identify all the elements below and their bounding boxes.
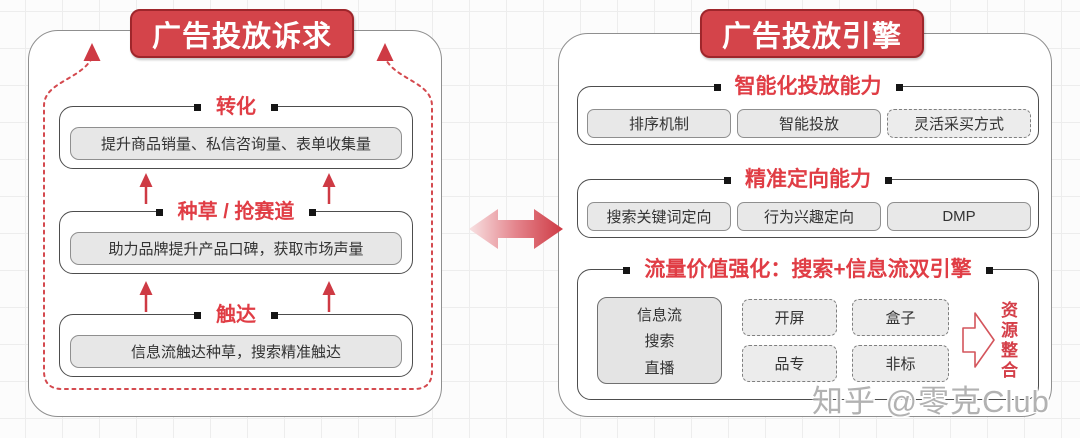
section-reach-detail: 信息流触达种草，搜索精准触达 [70,335,402,368]
pill-smart-delivery: 智能投放 [737,109,881,138]
square-dot-icon [623,266,631,274]
resource-brand-zone: 品专 [742,345,837,382]
badge-ad-engine: 广告投放引擎 [700,9,924,58]
pill-search-keyword-targeting: 搜索关键词定向 [587,202,731,231]
resource-box: 盒子 [852,299,949,336]
section-conversion-title: 转化 [201,94,271,120]
pill-behavior-interest-targeting: 行为兴趣定向 [737,202,881,231]
section-smart-delivery-head: 智能化投放能力 [578,74,1038,100]
square-dot-icon [985,266,993,274]
channel-live: 直播 [644,359,675,377]
resource-nonstandard: 非标 [852,345,949,382]
section-conversion-head: 转化 [60,94,412,120]
section-seeding: 种草 / 抢赛道 助力品牌提升产品口碑，获取市场声量 [59,199,413,274]
section-precise-targeting-head: 精准定向能力 [578,167,1038,193]
section-traffic-value-head: 流量价值强化：搜索+信息流双引擎 [578,257,1038,283]
square-dot-icon [885,176,892,184]
square-dot-icon [713,83,721,91]
pill-ranking-mechanism: 排序机制 [587,109,731,138]
section-reach-title: 触达 [201,302,271,328]
section-reach-head: 触达 [60,302,412,328]
pill-dmp: DMP [887,202,1031,231]
badge-ad-demands: 广告投放诉求 [130,9,354,58]
section-conversion: 转化 提升商品销量、私信咨询量、表单收集量 [59,94,413,169]
section-precise-targeting: 精准定向能力 搜索关键词定向 行为兴趣定向 DMP [577,167,1039,238]
square-dot-icon [309,208,317,216]
section-precise-targeting-title: 精准定向能力 [731,167,885,193]
section-seeding-title: 种草 / 抢赛道 [162,199,310,225]
panel-ad-demands: 转化 提升商品销量、私信咨询量、表单收集量 种草 / 抢赛道 助力品牌提升产品口… [28,30,442,417]
channels-box: 信息流 搜索 直播 [597,297,722,384]
square-dot-icon [271,311,278,319]
watermark: 知乎 @零克Club [812,384,1050,419]
section-traffic-value: 流量价值强化：搜索+信息流双引擎 信息流 搜索 直播 开屏 盒子 品专 非标 资… [577,257,1039,400]
channel-search: 搜索 [644,333,675,350]
square-dot-icon [155,208,163,216]
section-seeding-head: 种草 / 抢赛道 [60,199,412,225]
section-conversion-detail: 提升商品销量、私信咨询量、表单收集量 [70,127,402,160]
pill-flexible-buying: 灵活采买方式 [887,109,1031,138]
channel-feed: 信息流 [636,306,682,324]
square-dot-icon [271,103,278,111]
section-traffic-value-title: 流量价值强化：搜索+信息流双引擎 [630,257,986,283]
section-reach: 触达 信息流触达种草，搜索精准触达 [59,302,413,377]
double-arrow-icon [469,209,563,249]
section-smart-delivery-title: 智能化投放能力 [720,74,896,100]
panel-ad-engine: 智能化投放能力 排序机制 智能投放 灵活采买方式 精准定向能力 搜索关键词定向 … [558,33,1052,417]
square-dot-icon [724,176,731,184]
section-smart-delivery: 智能化投放能力 排序机制 智能投放 灵活采买方式 [577,74,1039,145]
resource-splash: 开屏 [742,299,837,336]
section-seeding-detail: 助力品牌提升产品口碑，获取市场声量 [70,232,402,265]
square-dot-icon [895,83,903,91]
square-dot-icon [194,311,201,319]
square-dot-icon [194,103,201,111]
outcome-resource-integration: 资源整合 [998,301,1017,381]
